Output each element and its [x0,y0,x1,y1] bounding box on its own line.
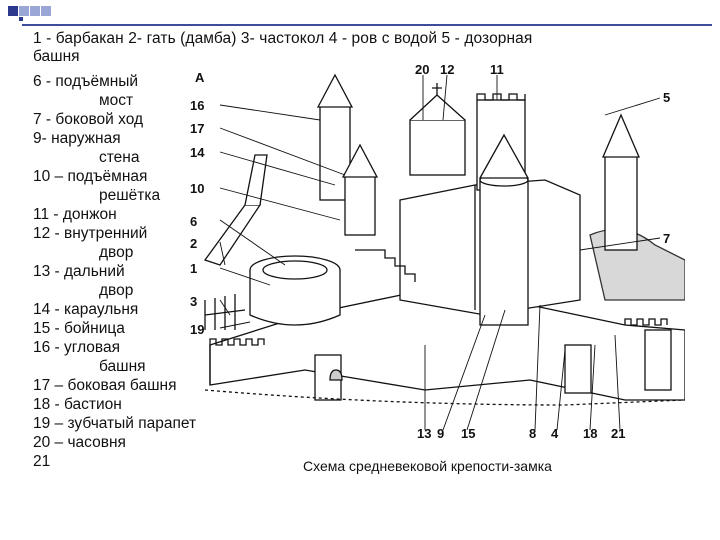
diagram-number-label: 6 [190,214,197,229]
diagram-number-label: 1 [190,261,197,276]
diagram-number-label: 9 [437,426,444,441]
deco-square [19,6,29,16]
diagram-number-label: 16 [190,98,204,113]
diagram-number-label: 5 [663,90,670,105]
diagram-number-label: 15 [461,426,475,441]
diagram-number-label: 13 [417,426,431,441]
diagram-number-label: 20 [415,62,429,77]
deco-square [19,17,23,21]
deco-square [41,6,51,16]
diagram-number-label: 2 [190,236,197,251]
diagram-number-label: 11 [490,62,504,77]
legend-header-line-cont: башня [33,48,80,66]
deco-square [30,6,40,16]
legend-item: 21 [33,452,233,471]
legend-header-line: 1 - барбакан 2- гать (дамба) 3- частокол… [33,30,532,48]
diagram-number-label: 4 [551,426,559,441]
diagram-number-label: 10 [190,181,204,196]
corner-letter: А [195,70,205,85]
diagram-number-label: 3 [190,294,197,309]
diagram-number-label: 12 [440,62,454,77]
title-rule [22,24,712,26]
diagram-number-label: 7 [663,231,670,246]
diagram-number-label: 14 [190,145,205,160]
diagram-number-label: 21 [611,426,625,441]
diagram-number-label: 19 [190,322,204,337]
deco-square [8,6,18,16]
diagram-number-label: 17 [190,121,204,136]
diagram-caption: Схема средневековой крепости-замка [303,458,552,474]
